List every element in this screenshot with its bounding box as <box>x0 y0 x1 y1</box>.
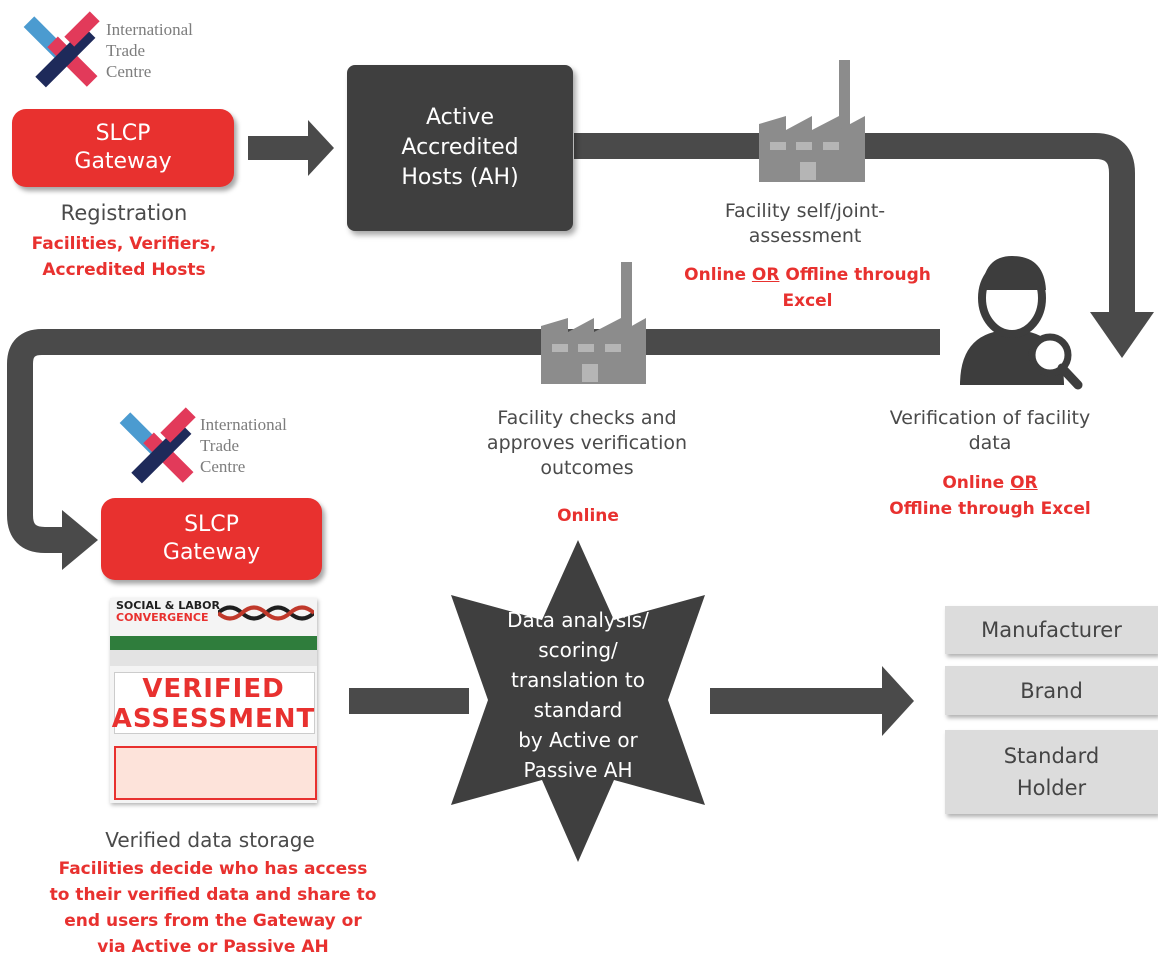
verification-detail: Online OR Offline through Excel <box>889 473 1091 519</box>
itc-logo-icon <box>23 11 100 88</box>
itc-logo-text: International Trade Centre <box>200 415 287 476</box>
spreadsheet-table <box>114 746 317 800</box>
registration-detail: Facilities, Verifiers, Accredited Hosts <box>31 234 217 280</box>
facility-checks-caption: Facility checks and approves verificatio… <box>486 407 688 479</box>
factory-icon <box>541 262 646 384</box>
spreadsheet-ribbon <box>110 636 317 650</box>
end-user-standard-holder: Standard Holder <box>945 730 1158 814</box>
arrow-verification-to-gateway <box>7 329 940 553</box>
facility-checks-detail: Online <box>557 506 619 526</box>
storage-title: Verified data storage <box>105 828 315 852</box>
end-user-brand: Brand <box>945 666 1158 715</box>
arrow-gateway-to-ah <box>248 120 334 176</box>
verified-stamp: VERIFIED ASSESSMENT <box>111 674 316 734</box>
factory-icon <box>759 60 865 182</box>
storage-detail: Facilities decide who has access to thei… <box>49 859 377 957</box>
analysis-star-shape <box>451 540 705 862</box>
verification-caption: Verification of facility data <box>889 407 1091 454</box>
slcp-gateway-button[interactable]: SLCP Gateway <box>12 109 234 187</box>
registration-title: Registration <box>60 201 188 225</box>
braid-graphic <box>218 605 314 621</box>
arrow-storage-to-analysis <box>349 688 469 714</box>
active-accredited-hosts-box: Active Accredited Hosts (AH) <box>347 65 573 231</box>
self-assessment-detail: Online OR Offline through Excel <box>684 265 931 311</box>
itc-logo-text: International Trade Centre <box>106 20 193 81</box>
self-assessment-caption: Facility self/joint- assessment <box>724 200 886 247</box>
verifier-person-icon <box>960 256 1083 390</box>
verified-assessment-screenshot: SOCIAL & LABOR CONVERGENCE VERIFIED ASSE… <box>110 598 317 803</box>
slcp-brand-text: SOCIAL & LABOR CONVERGENCE <box>116 599 220 624</box>
slcp-gateway-button[interactable]: SLCP Gateway <box>101 498 322 580</box>
end-user-manufacturer: Manufacturer <box>945 606 1158 654</box>
analysis-text: Data analysis/ scoring/ translation to s… <box>507 608 649 782</box>
itc-logo-icon <box>119 407 196 484</box>
arrow-ah-to-verification <box>574 133 1135 320</box>
arrow-analysis-to-users <box>710 688 885 714</box>
